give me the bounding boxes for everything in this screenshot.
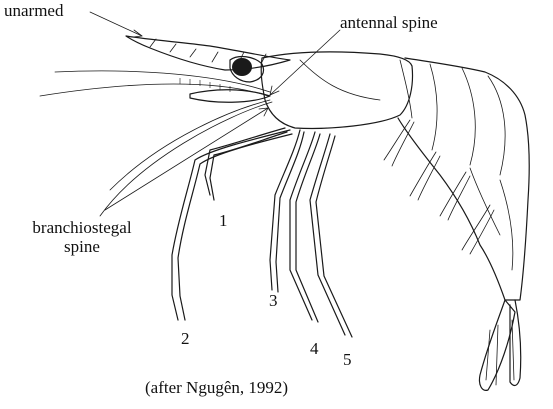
leg-number-2: 2 <box>181 329 190 348</box>
walking-legs <box>172 128 352 337</box>
eye <box>232 58 252 76</box>
label-unarmed: unarmed <box>4 1 63 20</box>
pointer-unarmed <box>90 12 142 36</box>
label-branchiostegal-spine: branchiostegal spine <box>2 218 162 256</box>
label-antennal-spine: antennal spine <box>340 13 438 32</box>
leg-number-3: 3 <box>269 291 278 310</box>
leg-number-5: 5 <box>343 350 352 369</box>
rostrum <box>126 36 290 70</box>
figure-caption: (after Ngugên, 1992) <box>145 378 288 397</box>
leg-number-1: 1 <box>219 211 228 230</box>
label-branchiostegal-line2: spine <box>2 237 162 256</box>
carapace <box>261 52 412 129</box>
abdomen <box>398 58 529 300</box>
label-branchiostegal-line1: branchiostegal <box>2 218 162 237</box>
leg-number-4: 4 <box>310 339 319 358</box>
